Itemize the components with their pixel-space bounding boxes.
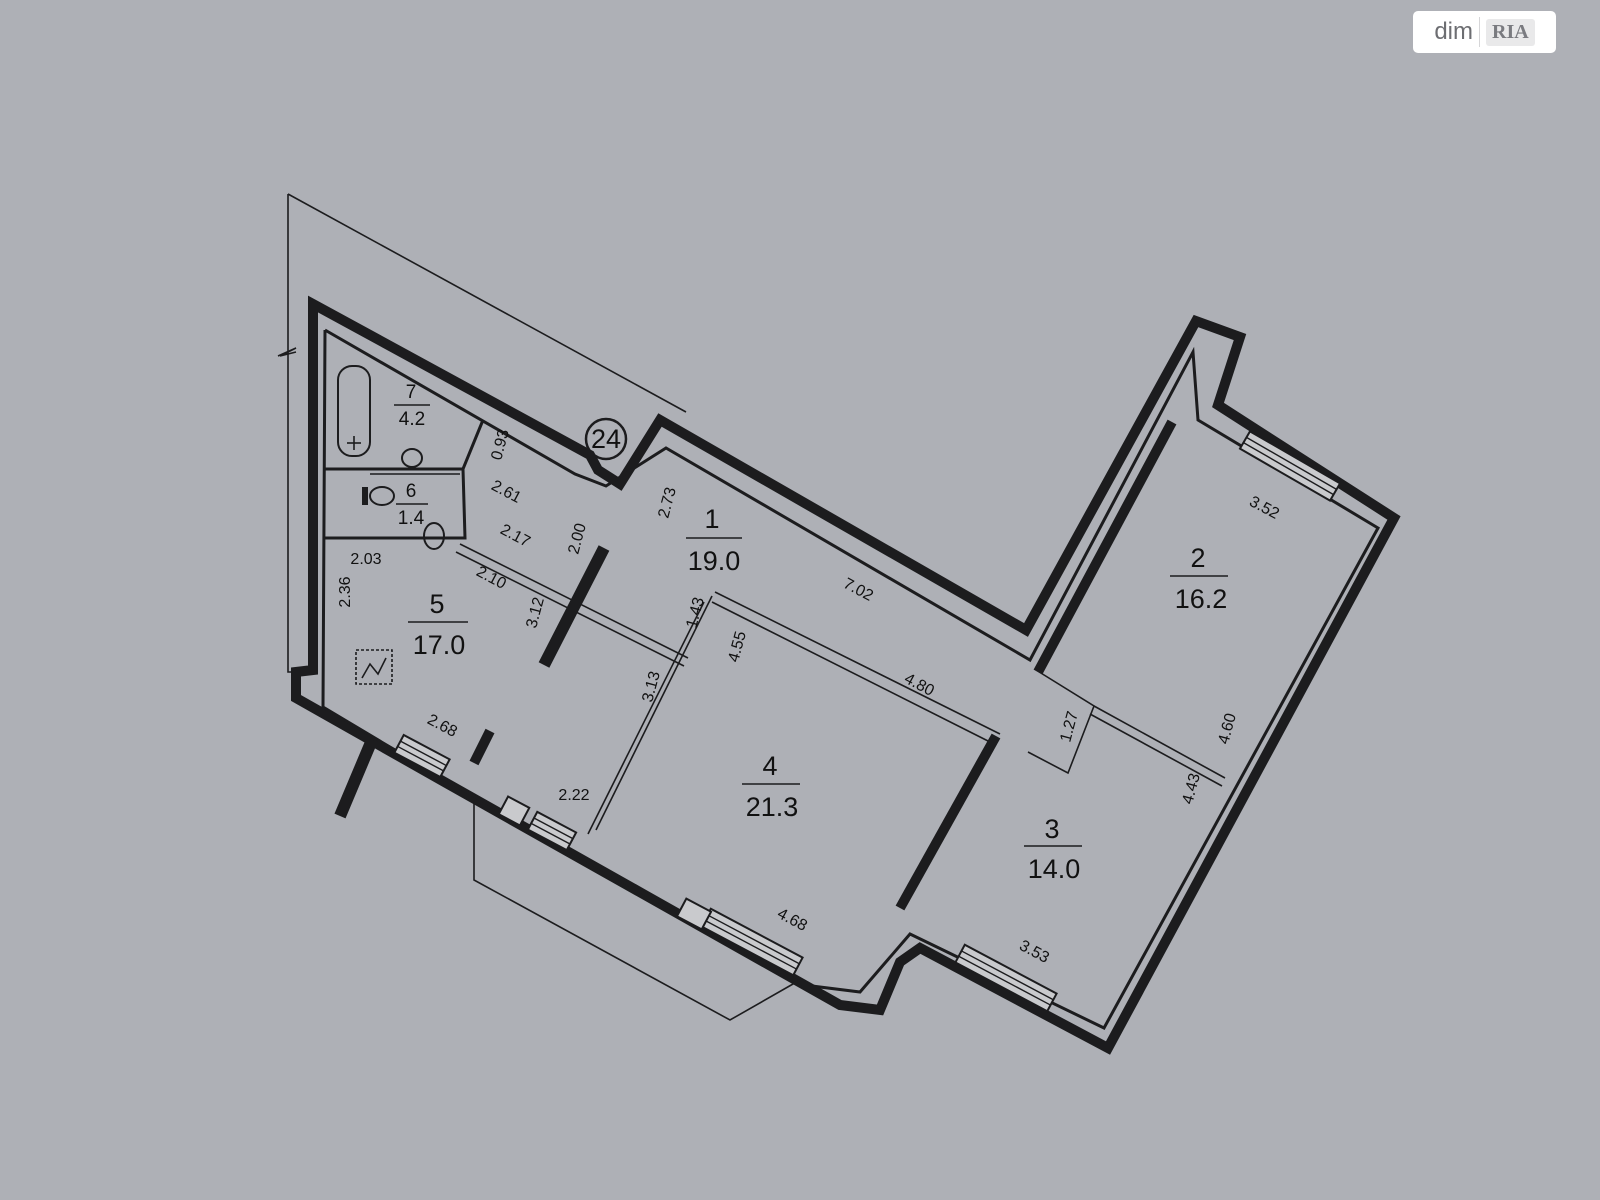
dimension-label: 2.22 [558, 787, 589, 804]
window-kitchen-small [675, 897, 713, 931]
ria-logo-icon: RIA [1486, 18, 1535, 46]
wall-room5-room4 [595, 595, 713, 831]
balcony-outline [473, 800, 801, 1021]
exterior-wall-inner [321, 328, 1381, 1030]
room-area: 14.0 [1028, 854, 1081, 884]
room-number: 1 [704, 504, 719, 534]
room-area: 4.2 [399, 409, 425, 430]
apartment-number-circle [584, 417, 628, 461]
apartment-number: 24 [591, 424, 621, 454]
sink-icon [401, 448, 423, 468]
exterior-wall [291, 295, 1401, 1055]
room-number: 3 [1044, 814, 1059, 844]
dimension-label: 2.36 [337, 576, 354, 607]
dimension-label: 2.00 [565, 521, 590, 556]
loggia-diagonal [287, 193, 687, 413]
dimension-label: 3.53 [1016, 937, 1052, 967]
sink-icon-2 [423, 522, 445, 550]
wall-bath-room6 [325, 468, 467, 540]
balcony-plank [469, 728, 495, 766]
loggia-outline [287, 194, 296, 673]
dimension-label: 2.17 [497, 521, 533, 551]
room-area: 19.0 [688, 546, 741, 576]
toilet-icon [369, 486, 395, 506]
dimension-label: 4.55 [725, 629, 750, 664]
watermark-dim-text: dim [1434, 18, 1473, 45]
wall-corridor-links [1027, 669, 1095, 775]
room-5-label: 5 17.0 [408, 589, 468, 660]
dim-ria-watermark: dim RIA [1413, 11, 1556, 53]
side-marker [277, 347, 297, 357]
dimension-label: 0.93 [488, 427, 513, 462]
wall-room4-room3 [895, 733, 1001, 911]
dimension-label: 2.10 [473, 563, 509, 593]
window-room3 [954, 943, 1058, 1013]
wall-room4-top [714, 591, 1001, 735]
dimension-label: 7.02 [840, 575, 876, 605]
room-6-label: 6 1.4 [396, 481, 428, 529]
room-number: 4 [762, 751, 777, 781]
bathtub-icon [337, 365, 371, 457]
dimension-label: 2.68 [424, 711, 460, 741]
dimension-label: 2.03 [350, 551, 381, 568]
outer-plank [334, 737, 378, 819]
window-balcony-small [497, 795, 531, 827]
room-7-label: 7 4.2 [394, 382, 430, 430]
dimension-label: 4.43 [1179, 771, 1204, 806]
wall-room4-top-b [711, 601, 993, 744]
dimension-label: 4.68 [774, 905, 810, 935]
dimension-label: 2.61 [488, 477, 524, 507]
dimension-label: 1.27 [1057, 709, 1082, 744]
room-area: 17.0 [413, 630, 466, 660]
wall-room2-bottom-b [1089, 713, 1223, 787]
dimension-label: 1.43 [683, 595, 708, 630]
room-2-label: 2 16.2 [1170, 543, 1228, 614]
room-area: 16.2 [1175, 584, 1228, 614]
electrical-panel-icon [355, 649, 393, 685]
dimension-label: 3.52 [1246, 493, 1282, 523]
room-area: 1.4 [398, 508, 425, 529]
dimension-label: 3.12 [523, 595, 548, 630]
watermark-divider [1479, 17, 1480, 47]
room-number: 6 [406, 481, 417, 502]
room-number: 7 [406, 382, 417, 403]
wall-room2-bottom [1093, 705, 1226, 779]
room-3-label: 3 14.0 [1024, 814, 1082, 884]
window-room2 [1238, 429, 1342, 503]
room-1-label: 1 19.0 [686, 504, 742, 576]
dimension-label: 4.80 [901, 670, 937, 700]
room-number: 5 [429, 589, 444, 619]
room-area: 21.3 [746, 792, 799, 822]
window-balcony-door [526, 810, 578, 852]
dimension-label: 4.60 [1215, 711, 1240, 746]
wall-corridor-room2 [1033, 419, 1177, 675]
dimension-label: 2.73 [655, 485, 680, 520]
wall-room5-room4-b [587, 601, 705, 835]
room-number: 2 [1190, 543, 1205, 573]
window-room5 [392, 733, 452, 779]
room-4-label: 4 21.3 [742, 751, 800, 822]
partition-plank [538, 545, 610, 668]
